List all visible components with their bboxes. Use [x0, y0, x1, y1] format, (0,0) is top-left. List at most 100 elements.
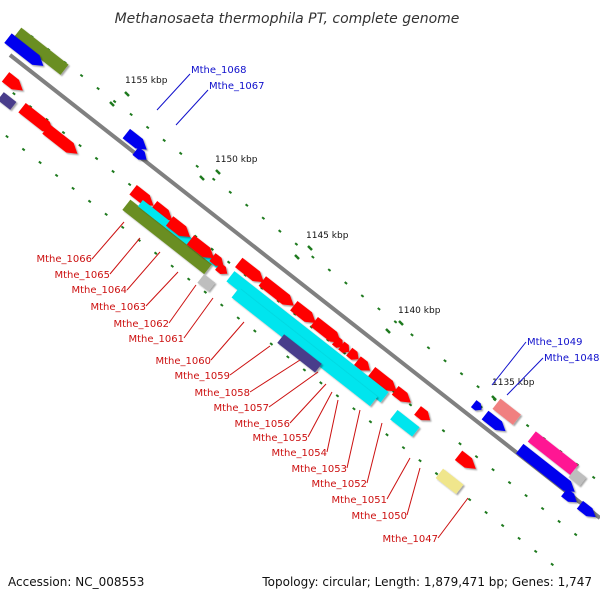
- gene-label-mthe-1052[interactable]: Mthe_1052: [312, 479, 368, 490]
- gene-feature[interactable]: [561, 488, 577, 503]
- track-dot: [311, 255, 315, 259]
- gene-feature[interactable]: [354, 356, 370, 371]
- gene-feature[interactable]: [18, 102, 54, 133]
- kbp-tick: [109, 101, 115, 107]
- gene-feature[interactable]: [331, 336, 343, 348]
- track-dot: [104, 212, 108, 217]
- kbp-tick: [307, 245, 313, 251]
- track-dot: [236, 316, 241, 320]
- kbp-tick: [215, 169, 221, 175]
- gene-label-mthe-1063[interactable]: Mthe_1063: [91, 302, 147, 313]
- track-dot: [21, 147, 26, 152]
- track-dot: [226, 260, 231, 264]
- gene-feature[interactable]: [129, 185, 154, 206]
- gene-feature[interactable]: [13, 27, 69, 75]
- gene-feature[interactable]: [367, 367, 397, 392]
- gene-feature[interactable]: [235, 257, 264, 283]
- label-leader: [386, 457, 411, 500]
- gene-feature[interactable]: [338, 341, 350, 353]
- gene-label-mthe-1054[interactable]: Mthe_1054: [272, 448, 328, 459]
- gene-label-mthe-1059[interactable]: Mthe_1059: [175, 371, 231, 382]
- track-dot: [153, 251, 158, 255]
- kbp-label-1155: 1155 kbp: [125, 76, 168, 86]
- gene-feature[interactable]: [454, 450, 476, 469]
- gene-label-mthe-1060[interactable]: Mthe_1060: [156, 356, 212, 367]
- track-dot: [500, 523, 505, 528]
- gene-feature[interactable]: [277, 334, 322, 373]
- gene-feature[interactable]: [149, 201, 173, 221]
- track-dot: [550, 562, 554, 567]
- track-dot: [476, 385, 480, 389]
- track-dot: [459, 372, 464, 376]
- track-dot: [327, 268, 332, 272]
- label-leaders: [91, 73, 544, 539]
- gene-feature[interactable]: [165, 216, 191, 237]
- gene-feature[interactable]: [215, 262, 228, 275]
- kbp-tick: [398, 320, 404, 326]
- gene-feature[interactable]: [576, 500, 596, 518]
- gene-feature[interactable]: [209, 253, 224, 266]
- gene-feature[interactable]: [435, 468, 464, 495]
- gene-feature[interactable]: [186, 235, 215, 259]
- label-leader: [168, 284, 197, 324]
- gene-feature[interactable]: [122, 128, 147, 150]
- gene-feature[interactable]: [310, 316, 341, 343]
- gene-feature[interactable]: [258, 276, 294, 306]
- gene-label-mthe-1057[interactable]: Mthe_1057: [214, 403, 270, 414]
- gene-feature[interactable]: [481, 410, 506, 432]
- label-leader: [268, 371, 319, 408]
- gene-label-mthe-1055[interactable]: Mthe_1055: [253, 433, 309, 444]
- label-leader: [126, 251, 161, 291]
- gene-feature[interactable]: [122, 199, 213, 275]
- gene-feature[interactable]: [42, 124, 78, 154]
- track-dot: [344, 281, 348, 285]
- genome-backbone: [8, 53, 600, 520]
- gene-feature[interactable]: [568, 468, 587, 486]
- gene-feature[interactable]: [391, 385, 411, 403]
- gene-label-mthe-1067[interactable]: Mthe_1067: [209, 81, 265, 92]
- gene-label-mthe-1068[interactable]: Mthe_1068: [191, 65, 247, 76]
- gene-label-mthe-1050[interactable]: Mthe_1050: [352, 511, 408, 522]
- gene-label-mthe-1056[interactable]: Mthe_1056: [235, 419, 291, 430]
- gene-feature[interactable]: [516, 443, 575, 492]
- gene-label-mthe-1048[interactable]: Mthe_1048: [544, 353, 600, 364]
- gene-feature[interactable]: [414, 406, 431, 421]
- gene-label-mthe-1049[interactable]: Mthe_1049: [527, 337, 583, 348]
- label-leader: [109, 237, 141, 275]
- gene-label-mthe-1062[interactable]: Mthe_1062: [114, 319, 170, 330]
- track-dot: [243, 273, 248, 277]
- kbp-label-1135: 1135 kbp: [492, 378, 535, 388]
- gene-label-mthe-1066[interactable]: Mthe_1066: [37, 254, 93, 265]
- gene-feature[interactable]: [0, 92, 17, 110]
- gene-feature[interactable]: [132, 147, 147, 160]
- gene-label-mthe-1053[interactable]: Mthe_1053: [292, 464, 348, 475]
- gene-feature[interactable]: [290, 300, 316, 323]
- track-dot: [96, 86, 100, 91]
- gene-feature[interactable]: [346, 347, 359, 360]
- gene-feature[interactable]: [197, 274, 216, 292]
- map-title: Methanosaeta thermophila PT, complete ge…: [115, 11, 460, 27]
- gene-feature[interactable]: [470, 400, 482, 411]
- gene-label-mthe-1051[interactable]: Mthe_1051: [332, 495, 388, 506]
- gene-feature[interactable]: [390, 409, 420, 437]
- track-dot: [443, 359, 447, 363]
- kbp-ticks: [109, 91, 497, 409]
- label-leader: [346, 409, 361, 469]
- gene-feature[interactable]: [527, 431, 579, 475]
- gene-feature[interactable]: [226, 271, 389, 403]
- gene-feature[interactable]: [4, 33, 44, 66]
- track-dot: [129, 112, 133, 117]
- gene-label-mthe-1064[interactable]: Mthe_1064: [72, 285, 128, 296]
- gene-feature[interactable]: [231, 288, 378, 407]
- track-dot: [79, 73, 84, 78]
- track-dot: [286, 355, 290, 359]
- gene-feature[interactable]: [1, 72, 23, 91]
- gene-feature[interactable]: [492, 398, 521, 425]
- gene-label-mthe-1058[interactable]: Mthe_1058: [195, 388, 251, 399]
- gene-label-mthe-1065[interactable]: Mthe_1065: [55, 270, 111, 281]
- track-dot: [61, 130, 66, 135]
- gene-label-mthe-1047[interactable]: Mthe_1047: [383, 534, 439, 545]
- gene-label-mthe-1061[interactable]: Mthe_1061: [129, 334, 185, 345]
- track-dot: [418, 458, 422, 463]
